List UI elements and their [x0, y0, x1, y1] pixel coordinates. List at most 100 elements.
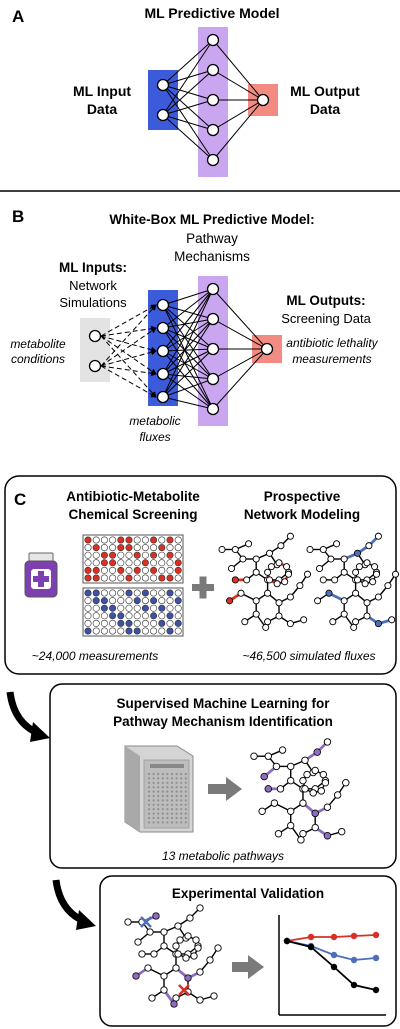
- well: [174, 619, 182, 627]
- node: [88, 329, 102, 343]
- grille-hole: [170, 786, 174, 789]
- pathway-node: [309, 789, 317, 797]
- pathway-node: [262, 623, 270, 631]
- grille-hole: [166, 794, 169, 798]
- plot-point: [350, 932, 358, 940]
- ml-outputs-sub: Screening Data: [281, 311, 371, 326]
- well: [117, 559, 125, 567]
- well: [109, 612, 117, 620]
- pathway-node: [276, 785, 285, 793]
- pathway-node: [252, 568, 260, 576]
- highlighted-node: [152, 912, 160, 920]
- highlighted-node: [184, 974, 192, 982]
- well: [141, 544, 149, 552]
- node: [88, 359, 102, 373]
- pathway-node: [150, 950, 158, 958]
- edge: [162, 318, 214, 375]
- well: [166, 574, 174, 582]
- grille-hole: [170, 821, 174, 824]
- well: [117, 589, 125, 597]
- grille-hole: [152, 803, 155, 806]
- computer-tower-icon: [124, 745, 194, 833]
- plot-point: [372, 931, 380, 939]
- metabolite-conditions-1: metabolite: [10, 337, 66, 351]
- pathway-node: [287, 776, 295, 785]
- well: [100, 559, 108, 567]
- pathway-node: [300, 616, 308, 624]
- well: [150, 544, 158, 552]
- pathway-node: [210, 992, 218, 1000]
- validation-box: [99, 875, 397, 1027]
- grille-hole: [184, 816, 187, 820]
- well: [125, 619, 133, 627]
- well: [166, 544, 174, 552]
- pathway-node: [160, 986, 168, 994]
- edge: [162, 348, 214, 375]
- grille-hole: [175, 790, 178, 793]
- well: [92, 627, 100, 635]
- panel-b-subtitle-1: Pathway: [186, 231, 238, 246]
- ml-box-caption: 13 metabolic pathways: [162, 849, 284, 863]
- edge: [162, 318, 214, 329]
- pathway-node: [311, 766, 319, 775]
- well: [100, 551, 108, 559]
- panel-a-letter: A: [12, 7, 24, 26]
- pathway-node: [252, 597, 260, 605]
- well: [174, 604, 182, 612]
- grille-hole: [175, 786, 178, 789]
- well: [84, 551, 92, 559]
- well: [150, 604, 158, 612]
- grille-hole: [157, 816, 160, 820]
- pathway-node: [264, 618, 272, 626]
- node: [206, 312, 220, 326]
- grille-hole: [147, 772, 151, 776]
- well: [158, 597, 166, 605]
- metabolic-fluxes-1: metabolic: [129, 414, 180, 428]
- well: [158, 551, 166, 559]
- ml-box-title-1: Supervised Machine Learning for: [116, 696, 330, 711]
- grille-hole: [170, 799, 174, 802]
- grille-hole: [175, 772, 178, 776]
- screening-title-2: Chemical Screening: [68, 507, 197, 522]
- pathway-node: [174, 950, 182, 958]
- pathway-node: [146, 928, 154, 936]
- well: [150, 559, 158, 567]
- highlighted-node: [313, 748, 321, 756]
- pathway-node: [281, 578, 289, 586]
- grille-hole: [180, 772, 183, 776]
- panel-a: A ML Predictive Model ML Input Data ML O…: [12, 5, 360, 177]
- panel-b-subtitle-2: Mechanisms: [174, 249, 250, 264]
- well: [117, 597, 125, 605]
- well: [150, 551, 158, 559]
- well: [174, 559, 182, 567]
- grille-hole: [147, 777, 151, 780]
- pathway-node: [237, 589, 245, 597]
- highlighted-node: [311, 809, 319, 817]
- grille-hole: [147, 790, 151, 793]
- well: [174, 574, 182, 582]
- pathway-node: [350, 623, 358, 631]
- grille-hole: [170, 781, 174, 784]
- screening-caption: ~24,000 measurements: [32, 649, 158, 663]
- screening-box: [4, 475, 397, 675]
- grille-hole: [157, 803, 160, 806]
- pathway-node: [287, 821, 295, 830]
- grille-hole: [161, 803, 164, 806]
- grille-hole: [147, 786, 151, 789]
- well: [141, 589, 149, 597]
- well: [174, 627, 182, 635]
- well: [133, 612, 141, 620]
- pathway-node: [363, 559, 371, 567]
- arrow-right-icon-2: [232, 955, 264, 979]
- grille-hole: [184, 799, 187, 802]
- edge: [212, 318, 268, 350]
- edge: [162, 114, 214, 161]
- well: [84, 619, 92, 627]
- well: [100, 612, 108, 620]
- pathway-node: [182, 954, 190, 962]
- pathway-node: [277, 542, 285, 550]
- pathway-node: [340, 610, 348, 618]
- metabolite-conditions-2: conditions: [11, 352, 65, 366]
- highlighted-node: [170, 1000, 178, 1008]
- edge: [162, 318, 214, 352]
